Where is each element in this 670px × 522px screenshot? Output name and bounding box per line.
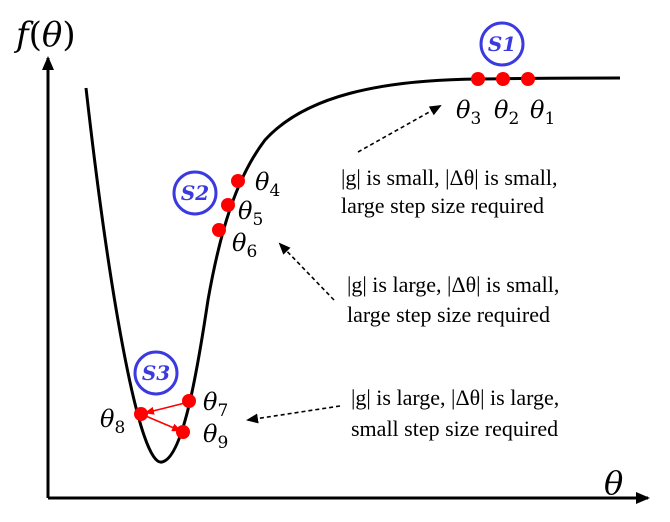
label-theta-3: θ3 (456, 96, 481, 129)
x-axis-label: θ (604, 464, 623, 502)
svg-text:large step size required: large step size required (347, 302, 550, 327)
label-theta-2: θ2 (494, 96, 519, 129)
svg-text:S2: S2 (181, 181, 209, 205)
label-theta-9: θ9 (203, 420, 228, 453)
svg-text:S1: S1 (488, 32, 516, 56)
annotation-s2: |g| is large, |Δθ| is small, large step … (347, 272, 559, 327)
point-theta-1 (521, 72, 535, 86)
point-theta-5 (221, 198, 235, 212)
annotation-arrow-s1 (357, 105, 442, 153)
svg-text:|g| is large, |Δθ| is large,: |g| is large, |Δθ| is large, (351, 385, 559, 410)
point-theta-4 (231, 174, 245, 188)
y-axis-label: f(θ) (13, 15, 76, 55)
annotation-arrow-s2 (278, 242, 335, 301)
badge-s3: S3 (133, 350, 179, 396)
point-theta-8 (134, 407, 148, 421)
label-theta-6: θ6 (232, 229, 257, 262)
label-theta-7: θ7 (203, 388, 228, 421)
badge-s1: S1 (479, 21, 525, 67)
step-arrow-8-to-9 (140, 413, 182, 432)
svg-text:|g| is large, |Δθ| is small,: |g| is large, |Δθ| is small, (347, 272, 559, 297)
svg-text:|g| is small, |Δθ| is small,: |g| is small, |Δθ| is small, (341, 165, 557, 190)
annotation-arrow-s3 (246, 405, 341, 424)
point-theta-2 (496, 72, 510, 86)
svg-text:large step size required: large step size required (341, 193, 544, 218)
annotation-s3: |g| is large, |Δθ| is large, small step … (351, 385, 559, 441)
label-theta-5: θ5 (238, 197, 263, 230)
annotation-s1: |g| is small, |Δθ| is small, large step … (341, 165, 557, 218)
step-arrow-7-to-8 (144, 401, 190, 415)
label-theta-8: θ8 (100, 405, 125, 438)
point-theta-7 (182, 394, 196, 408)
label-theta-1: θ1 (530, 96, 555, 129)
point-theta-3 (471, 72, 485, 86)
label-theta-4: θ4 (255, 168, 280, 201)
point-theta-6 (212, 223, 226, 237)
svg-text:S3: S3 (142, 361, 170, 385)
svg-text:small step size required: small step size required (351, 416, 558, 441)
badge-s2: S2 (172, 170, 218, 216)
point-theta-9 (176, 425, 190, 439)
